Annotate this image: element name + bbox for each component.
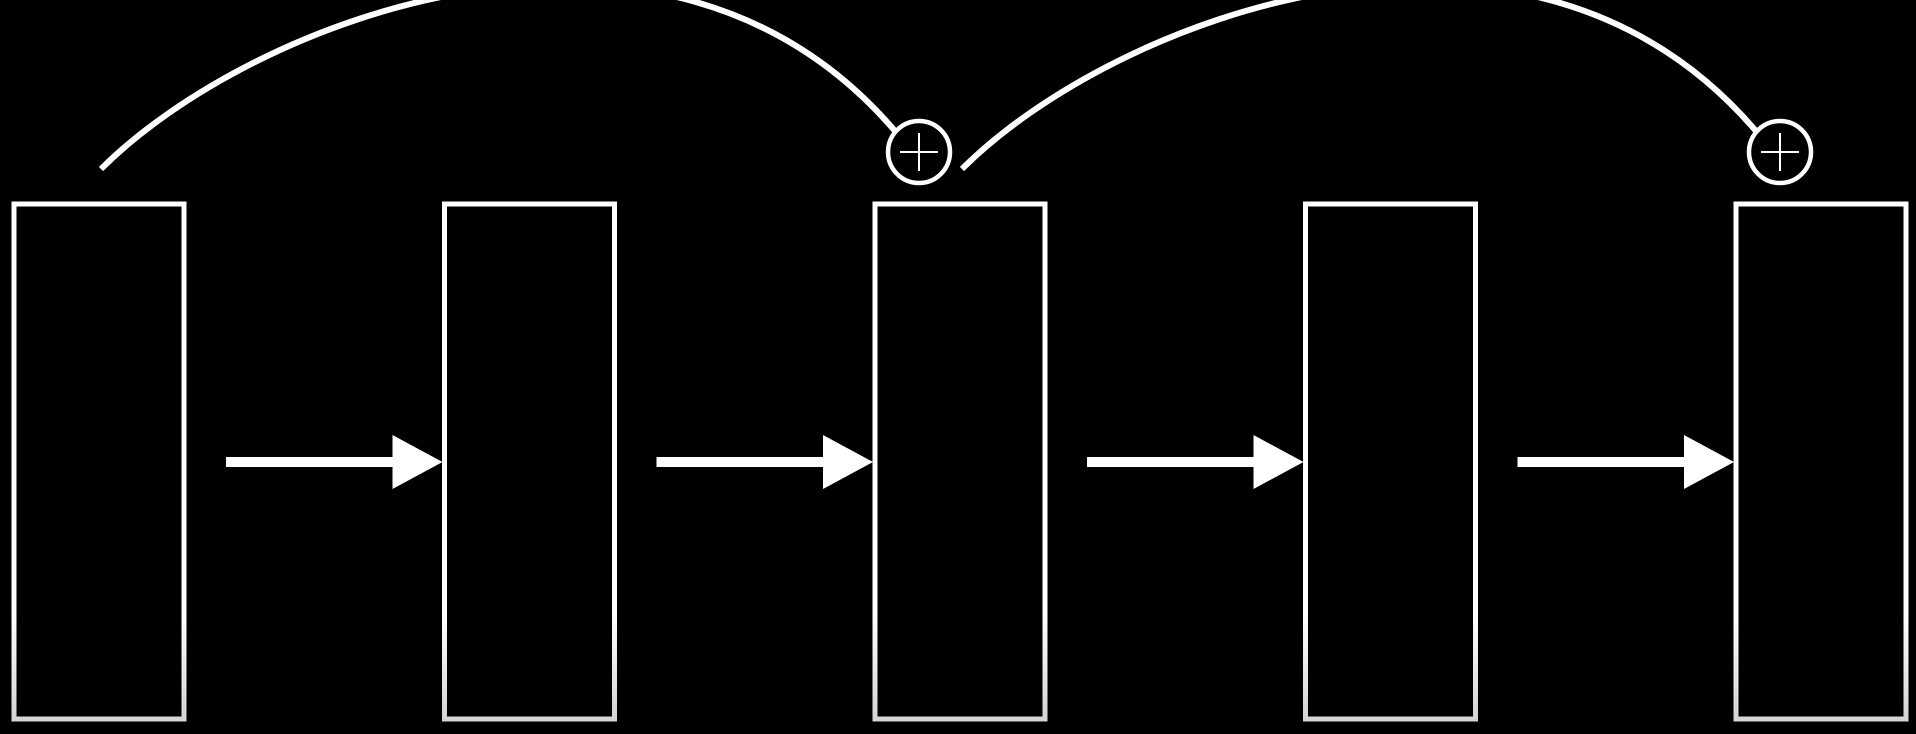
arrow-head (1253, 435, 1304, 489)
arrow-shaft (226, 457, 393, 467)
arrow-shaft (656, 457, 823, 467)
skip-arc (959, 0, 1759, 172)
layer-block (872, 201, 1048, 722)
arrow-head (823, 435, 873, 489)
arrow-head (1684, 435, 1734, 489)
layer-block (1303, 201, 1478, 722)
arrow (656, 435, 873, 489)
arrow (226, 435, 443, 489)
skip-connection (98, 0, 953, 186)
layer-block (11, 201, 187, 722)
layer-block (442, 201, 617, 722)
arrow-shaft (1087, 457, 1254, 467)
plus-circle-icon (885, 118, 953, 186)
arrow-head (392, 435, 443, 489)
arrow-shaft (1517, 457, 1684, 467)
arrow (1087, 435, 1304, 489)
skip-arc (98, 0, 898, 172)
skip-connection (959, 0, 1814, 186)
layer-block (1733, 201, 1909, 722)
arrow (1517, 435, 1734, 489)
plus-circle-icon (1746, 118, 1814, 186)
